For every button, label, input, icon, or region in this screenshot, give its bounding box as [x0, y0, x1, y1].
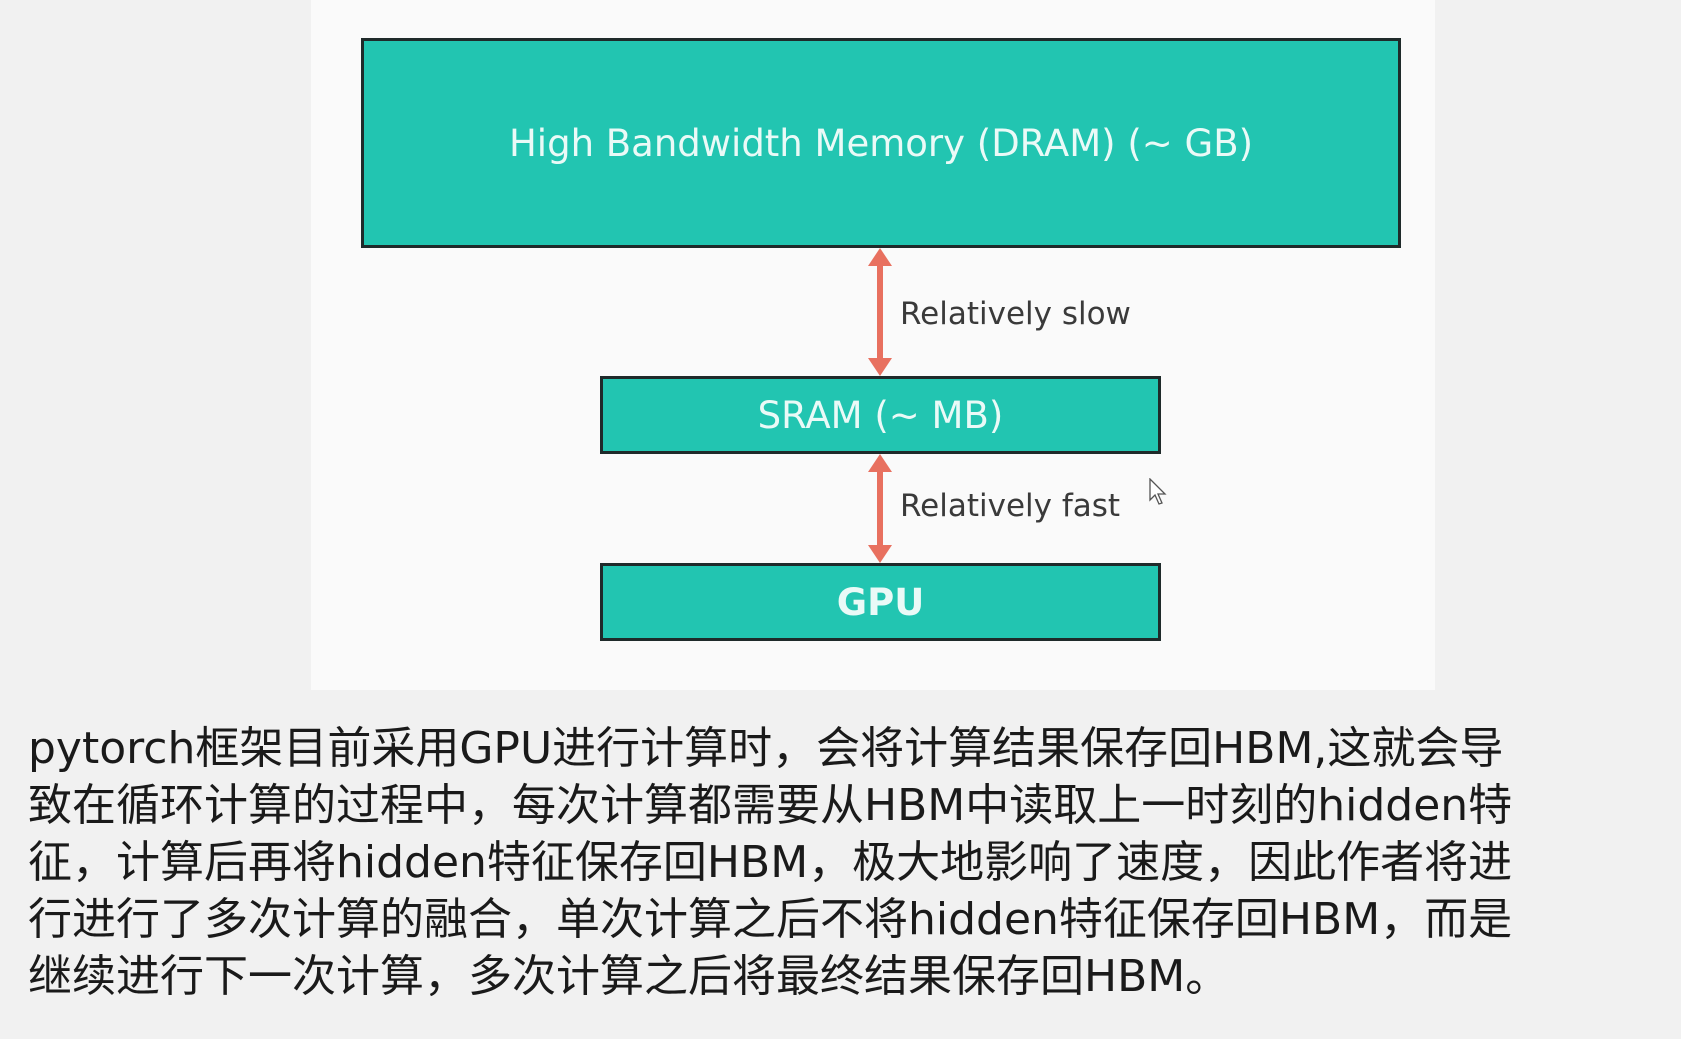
slow-link-arrow — [868, 248, 892, 376]
caption-line: 继续进行下一次计算，多次计算之后将最终结果保存回HBM。 — [28, 951, 1230, 1002]
caption-line: 征，计算后再将hidden特征保存回HBM，极大地影响了速度，因此作者将进 — [28, 837, 1513, 888]
caption-line: 行进行了多次计算的融合，单次计算之后不将hidden特征保存回HBM，而是 — [28, 894, 1513, 945]
caption-paragraph: pytorch框架目前采用GPU进行计算时，会将计算结果保存回HBM,这就会导 … — [28, 720, 1668, 1005]
fast-link-label: Relatively fast — [900, 488, 1121, 524]
caption-line: 致在循环计算的过程中，每次计算都需要从HBM中读取上一时刻的hidden特 — [28, 780, 1513, 831]
caption-line: pytorch框架目前采用GPU进行计算时，会将计算结果保存回HBM,这就会导 — [28, 723, 1504, 774]
gpu-label: GPU — [836, 580, 925, 624]
hbm-label: High Bandwidth Memory (DRAM) (~ GB) — [508, 121, 1254, 165]
slow-link-label: Relatively slow — [900, 296, 1131, 332]
mouse-cursor-icon — [1149, 478, 1167, 505]
fast-link-arrow — [868, 454, 892, 563]
sram-box: SRAM (~ MB) — [600, 376, 1161, 454]
hbm-box: High Bandwidth Memory (DRAM) (~ GB) — [361, 38, 1401, 248]
sram-label: SRAM (~ MB) — [757, 393, 1004, 437]
gpu-box: GPU — [600, 563, 1161, 641]
